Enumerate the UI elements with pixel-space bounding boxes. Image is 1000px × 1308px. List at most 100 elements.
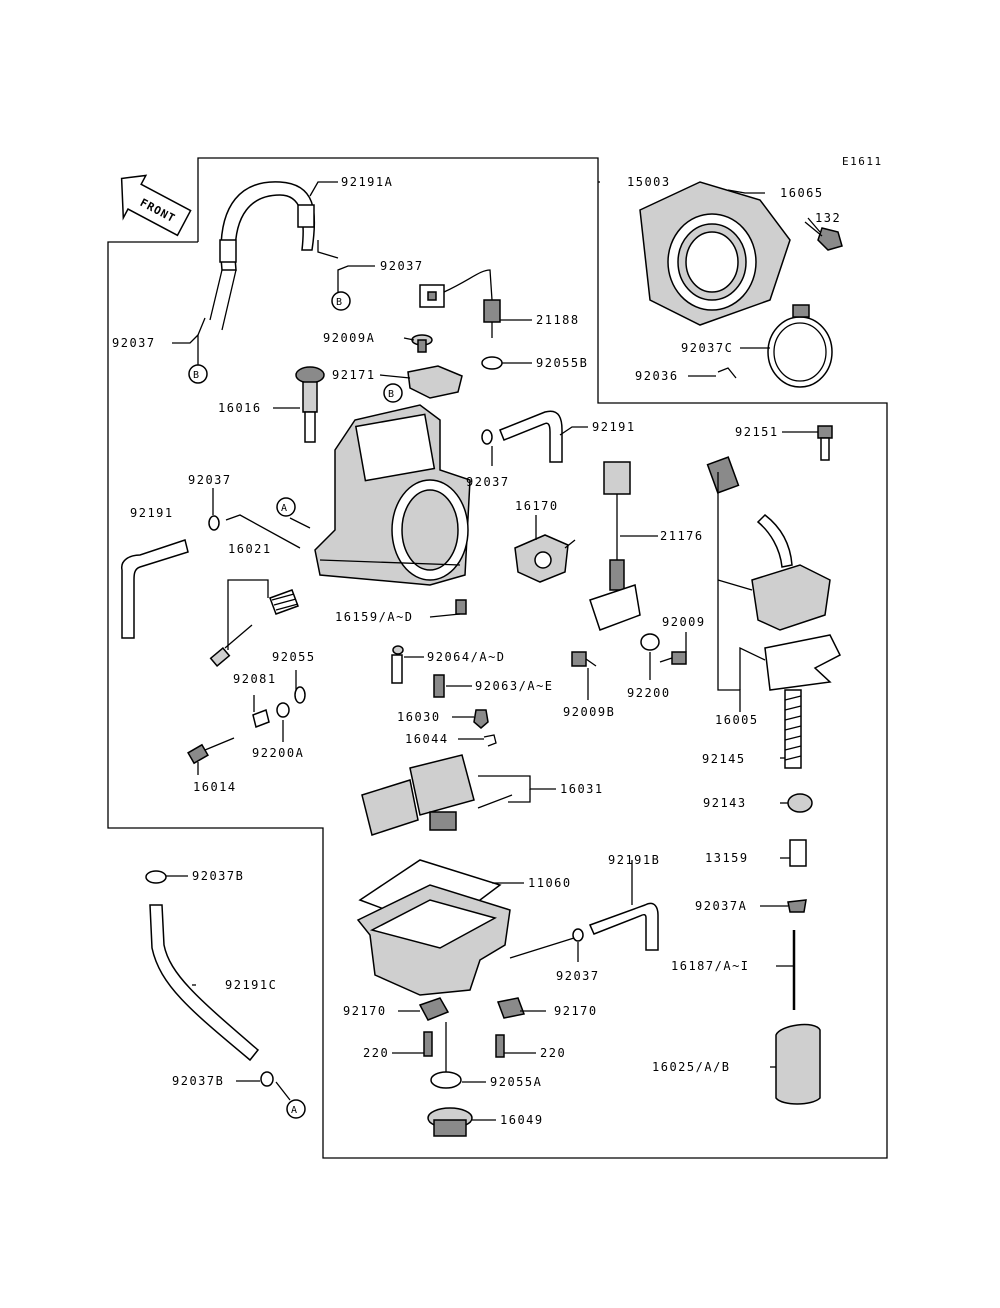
sensor-21188-shape [419, 269, 501, 338]
jet-16030-shape [473, 709, 489, 729]
label-92055a: 92055A [490, 1075, 542, 1089]
label-92191a: 92191A [341, 175, 393, 189]
label-92036: 92036 [635, 369, 679, 383]
label-92009: 92009 [662, 615, 706, 629]
label-92200a: 92200A [252, 746, 304, 760]
label-220-left: 220 [363, 1046, 389, 1060]
circle-marker-b-left-label: B [193, 370, 199, 381]
label-92037a: 92037A [695, 899, 747, 913]
label-16005: 16005 [715, 713, 759, 727]
circle-marker-b-body: B [383, 383, 403, 403]
label-92037-top: 92037 [380, 259, 424, 273]
circle-marker-a-bottom-label: A [291, 1105, 297, 1116]
oring-92055-shape [294, 686, 306, 704]
vent-hose-92191a-shape [209, 181, 316, 331]
label-16049: 16049 [500, 1113, 544, 1127]
clip-92036-shape [717, 367, 737, 379]
spring-92081-shape [252, 708, 270, 729]
label-92170-left: 92170 [343, 1004, 387, 1018]
label-92170-right: 92170 [554, 1004, 598, 1018]
label-92064: 92064/A~D [427, 650, 506, 664]
label-92191-left: 92191 [130, 506, 174, 520]
label-15003: 15003 [627, 175, 671, 189]
hose-92191b-shape [588, 902, 659, 951]
circle-marker-b-body-label: B [388, 389, 394, 400]
screw-92009b-shape [571, 651, 597, 667]
label-92055: 92055 [272, 650, 316, 664]
label-132: 132 [815, 211, 841, 225]
holder-13159-shape [789, 839, 807, 867]
intake-holder-16065-shape [639, 181, 791, 326]
bracket-92171-shape [407, 365, 463, 399]
jet-92063-shape [433, 674, 445, 698]
hose-92191-left-shape [121, 539, 189, 639]
plunger-16016-shape [295, 366, 325, 443]
label-92055b: 92055B [536, 356, 588, 370]
bracket-92170-left-shape [418, 997, 450, 1021]
label-16021: 16021 [228, 542, 272, 556]
circle-marker-b-left: B [188, 364, 208, 384]
label-16031: 16031 [560, 782, 604, 796]
washer-92200-shape [640, 633, 660, 651]
label-16030: 16030 [397, 710, 441, 724]
circle-marker-a-top: A [276, 497, 296, 517]
throttle-sensor-16170-shape [514, 534, 576, 583]
diagram-code: E1611 [842, 155, 883, 168]
label-92037b-top: 92037B [192, 869, 244, 883]
valve-16025-shape [775, 1023, 821, 1105]
screw-16021-shape [209, 624, 253, 668]
label-92200: 92200 [627, 686, 671, 700]
front-arrow-icon: FRONT [120, 174, 192, 237]
clip-92037-low-shape [572, 928, 584, 942]
circle-marker-b-top: B [331, 291, 351, 311]
label-21176: 21176 [660, 529, 704, 543]
screw-220-right-shape [495, 1034, 505, 1058]
label-220-right: 220 [540, 1046, 566, 1060]
holder-16005-shape [706, 456, 842, 691]
washer-92200a-shape [276, 702, 290, 718]
label-92191c: 92191C [225, 978, 277, 992]
clip-92037b-top-shape [145, 870, 167, 884]
float-16031-shape [361, 754, 513, 836]
hose-92191-center-shape [499, 410, 563, 463]
circle-marker-a-top-label: A [281, 503, 287, 514]
label-92009a: 92009A [323, 331, 375, 345]
clip-92037-left-shape [208, 515, 220, 531]
label-92037c: 92037C [681, 341, 733, 355]
label-16159: 16159/A~D [335, 610, 414, 624]
cap-92143-shape [787, 793, 813, 813]
clip-92037a-shape [787, 899, 807, 913]
jet-92064-shape [391, 645, 404, 684]
oring-92055a-shape [430, 1071, 462, 1089]
label-92037-low: 92037 [556, 969, 600, 983]
label-13159: 13159 [705, 851, 749, 865]
bolt-132-shape [804, 221, 843, 251]
carburetor-body-shape [314, 404, 471, 586]
label-16016: 16016 [218, 401, 262, 415]
screw-92151-shape [817, 425, 833, 461]
label-11060: 11060 [528, 876, 572, 890]
circle-marker-a-bottom: A [286, 1099, 306, 1119]
label-92009b: 92009B [563, 705, 615, 719]
label-92037-left: 92037 [112, 336, 156, 350]
label-16014: 16014 [193, 780, 237, 794]
label-92037-center: 92037 [466, 475, 510, 489]
label-16170: 16170 [515, 499, 559, 513]
label-92037-a: 92037 [188, 473, 232, 487]
label-92037b-bot: 92037B [172, 1074, 224, 1088]
clip-16044-shape [483, 734, 497, 747]
spring-16021-shape [269, 589, 299, 615]
spring-92145-shape [784, 689, 802, 769]
screw-16014-shape [187, 737, 235, 765]
label-16025: 16025/A/B [652, 1060, 731, 1074]
bracket-92170-right-shape [496, 997, 526, 1019]
hose-92191c-shape [149, 904, 260, 1062]
clip-92037-center-shape [481, 429, 493, 445]
clip-92037b-bot-shape [260, 1071, 274, 1087]
assembly-outline [107, 157, 888, 1159]
label-92191-mid: 92191 [592, 420, 636, 434]
label-92145: 92145 [702, 752, 746, 766]
float-chamber-shape [356, 884, 511, 996]
label-92191b: 92191B [608, 853, 660, 867]
